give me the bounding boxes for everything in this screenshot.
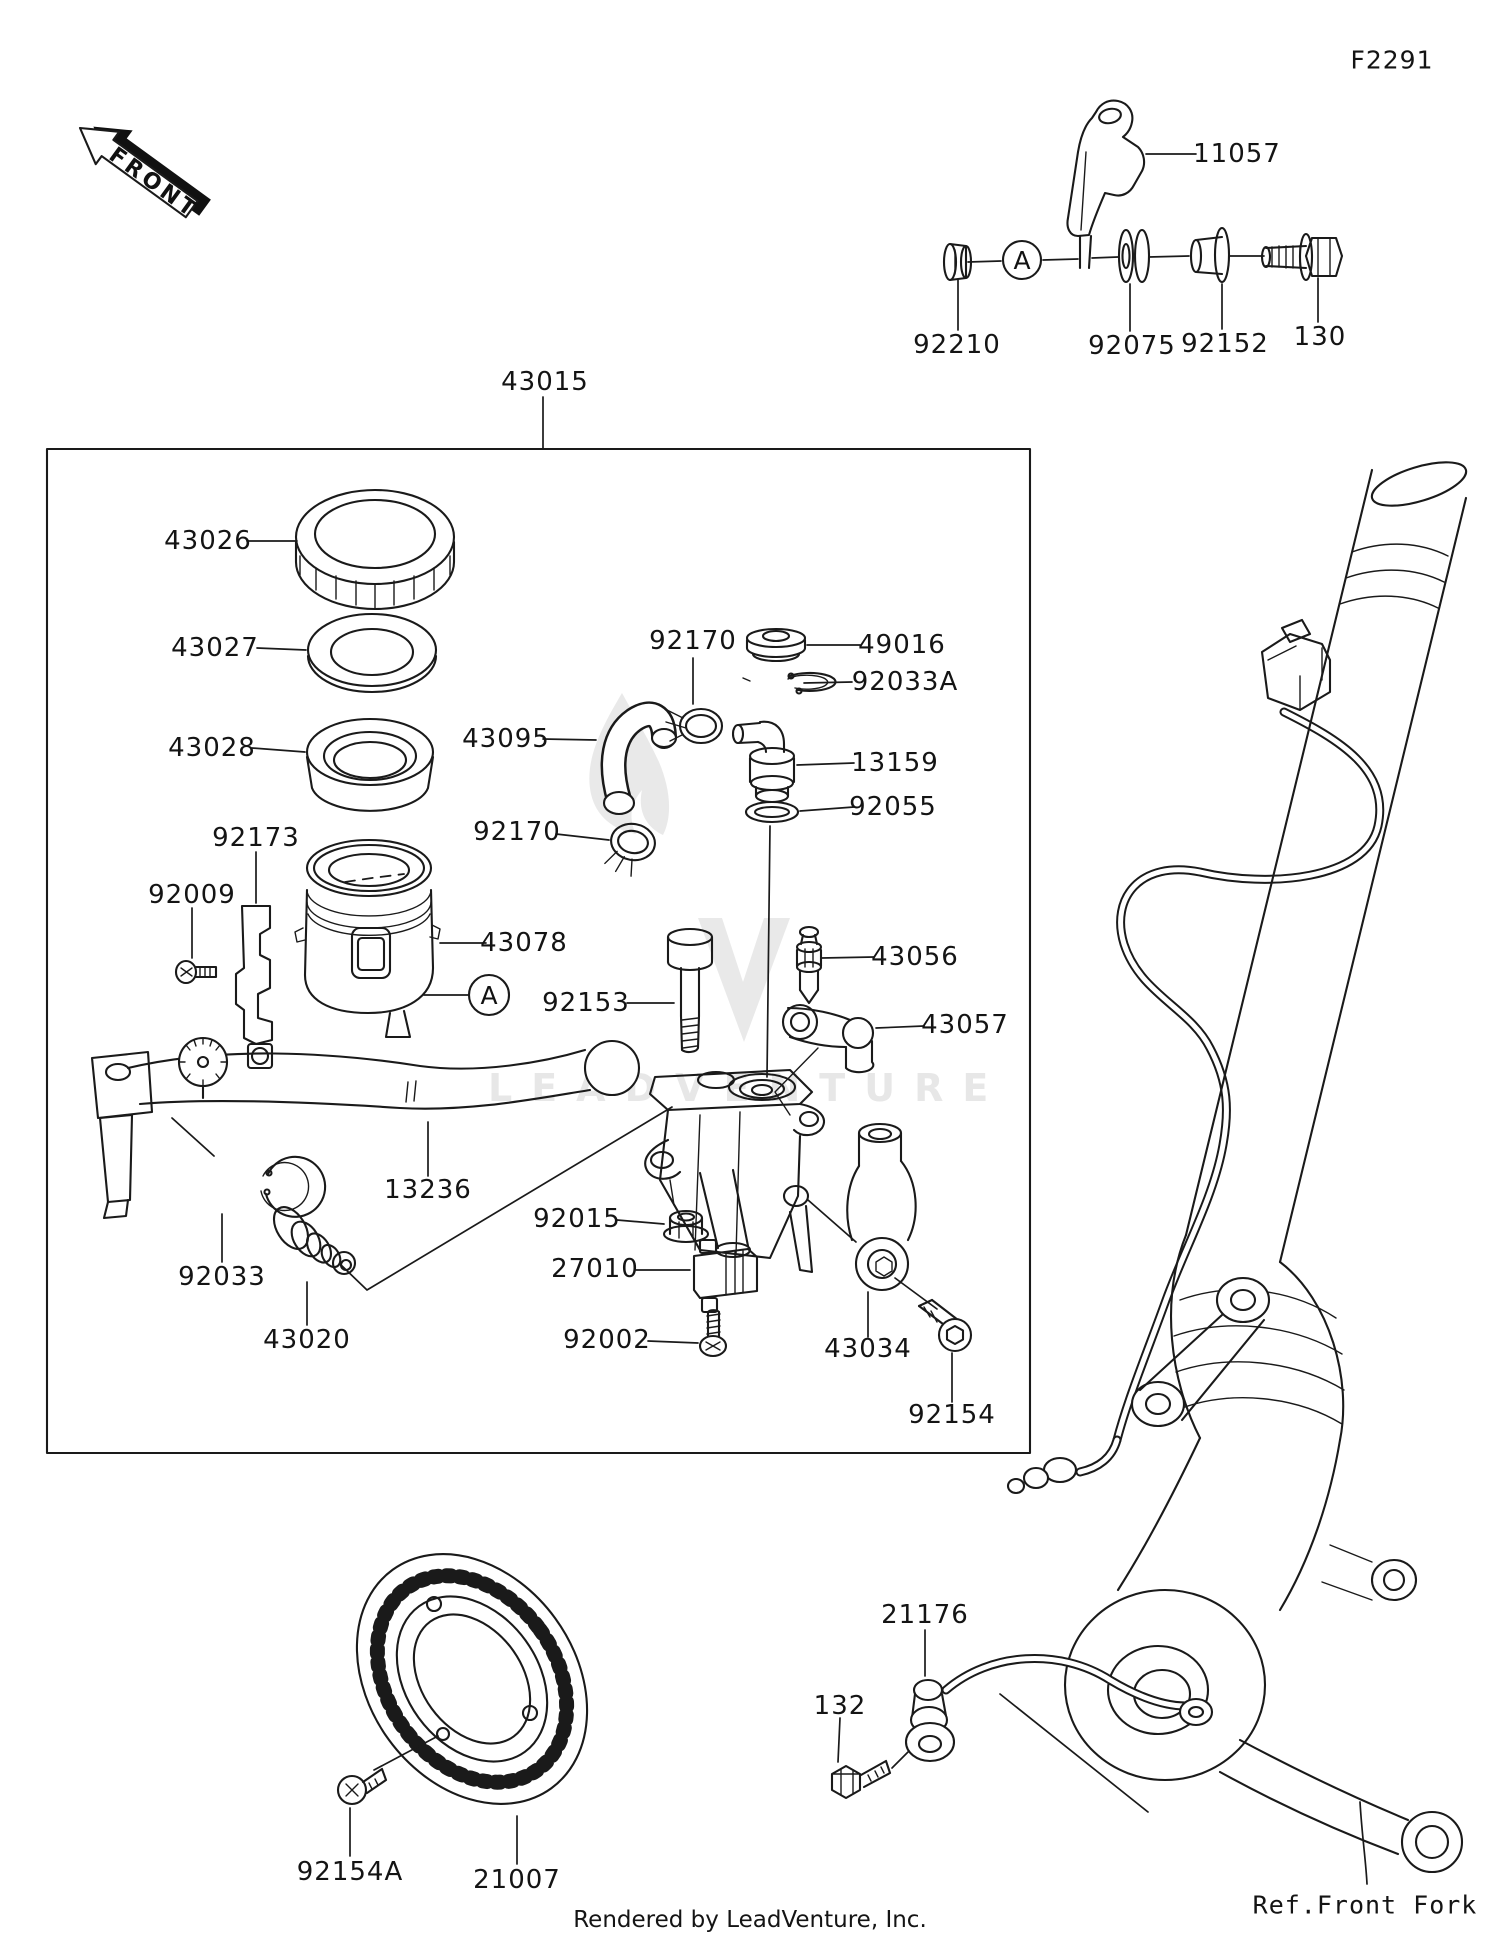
part-92153-bolt bbox=[666, 927, 714, 1054]
part-132-bolt bbox=[830, 1759, 892, 1800]
part-label-92015: 92015 bbox=[533, 1204, 621, 1234]
part-92075-washers bbox=[1117, 228, 1151, 284]
assembly-box-43015 bbox=[45, 447, 1032, 1455]
part-master-cylinder-body bbox=[644, 1068, 825, 1274]
ring-screw-pointer bbox=[373, 1735, 439, 1771]
part-92170-clamp-upper bbox=[665, 707, 724, 745]
part-11057-bracket bbox=[1066, 99, 1146, 270]
part-label-92033a: 92033A bbox=[851, 667, 959, 697]
part-label-92153: 92153 bbox=[542, 988, 630, 1018]
part-label-43078: 43078 bbox=[480, 928, 568, 958]
part-49016-grommet bbox=[745, 627, 807, 663]
part-92015-nut bbox=[662, 1209, 710, 1244]
part-43078-reservoir bbox=[294, 838, 441, 1039]
part-43026-cap bbox=[294, 488, 456, 611]
svg-text:A: A bbox=[1013, 246, 1030, 275]
part-13236-lever bbox=[90, 1036, 641, 1220]
part-label-43015: 43015 bbox=[501, 367, 589, 397]
part-92033a-circlip bbox=[742, 671, 837, 695]
part-label-92210: 92210 bbox=[913, 330, 1001, 360]
bottom-right-leaders bbox=[837, 1629, 926, 1763]
part-label-43026: 43026 bbox=[164, 526, 252, 556]
part-130-bolt bbox=[1260, 232, 1344, 282]
part-label-92152: 92152 bbox=[1181, 329, 1269, 359]
part-label-49016: 49016 bbox=[858, 630, 946, 660]
part-43095-hose bbox=[600, 701, 678, 816]
part-43056-bleeder-valve bbox=[795, 925, 823, 1005]
part-label-43020: 43020 bbox=[263, 1325, 351, 1355]
bolt-132-pointer bbox=[891, 1751, 909, 1769]
detail-marker-a-box: A bbox=[467, 973, 511, 1017]
part-92033-snap-ring bbox=[260, 1155, 327, 1218]
part-label-92002: 92002 bbox=[563, 1325, 651, 1355]
part-92173-bracket bbox=[234, 904, 274, 1070]
part-92170-clamp-lower bbox=[604, 822, 656, 877]
part-label-43095: 43095 bbox=[462, 724, 550, 754]
part-label-92009: 92009 bbox=[148, 880, 236, 910]
part-label-13236: 13236 bbox=[384, 1175, 472, 1205]
part-92055-oring bbox=[744, 800, 800, 824]
elbow-to-body-line bbox=[766, 825, 771, 1078]
part-label-132: 132 bbox=[813, 1691, 867, 1721]
part-label-92154a: 92154A bbox=[296, 1857, 404, 1887]
part-92154-bolt bbox=[917, 1298, 973, 1353]
part-label-92170-top: 92170 bbox=[649, 626, 737, 656]
part-label-43027: 43027 bbox=[171, 633, 259, 663]
part-label-92055: 92055 bbox=[849, 792, 937, 822]
detail-marker-a-top: A bbox=[1001, 239, 1043, 281]
ref-front-fork-artwork bbox=[999, 461, 1468, 1874]
part-label-43056: 43056 bbox=[871, 942, 959, 972]
part-21007-sensor-ring bbox=[355, 1553, 589, 1805]
part-92154a-screw bbox=[336, 1767, 388, 1806]
part-label-92173: 92173 bbox=[212, 823, 300, 853]
part-label-92170-hose: 92170 bbox=[473, 817, 561, 847]
top-assembly-leader-lines bbox=[957, 153, 1319, 332]
part-label-27010: 27010 bbox=[551, 1254, 639, 1284]
part-label-13159: 13159 bbox=[851, 748, 939, 778]
box-leader-lines bbox=[191, 540, 953, 1403]
part-43028-diaphragm-cup bbox=[305, 717, 435, 812]
ref-front-fork-leader bbox=[1359, 1801, 1368, 1885]
part-92210-nut bbox=[942, 242, 973, 282]
part-92009-screw bbox=[174, 959, 218, 985]
part-label-92033: 92033 bbox=[178, 1262, 266, 1292]
part-label-21176: 21176 bbox=[881, 1600, 969, 1630]
piston-to-bore-pointer bbox=[339, 1106, 673, 1291]
bottom-left-leaders bbox=[349, 1807, 518, 1865]
part-92002-screw bbox=[698, 1309, 728, 1358]
part-43027-gasket-ring bbox=[306, 612, 438, 694]
part-label-130: 130 bbox=[1293, 322, 1347, 352]
part-label-11057: 11057 bbox=[1193, 139, 1281, 169]
svg-text:A: A bbox=[480, 981, 497, 1010]
part-43034-clamp bbox=[846, 1122, 917, 1292]
part-label-92075: 92075 bbox=[1088, 331, 1176, 361]
figure-code: F2291 bbox=[1350, 45, 1434, 75]
part-label-43034: 43034 bbox=[824, 1334, 912, 1364]
part-label-21007: 21007 bbox=[473, 1865, 561, 1895]
body-to-clamp-pointer bbox=[807, 1199, 857, 1243]
fastener-axis-line bbox=[967, 255, 1265, 263]
part-label-92154: 92154 bbox=[908, 1400, 996, 1430]
front-arrow-icon: FRONT bbox=[78, 126, 211, 224]
lever-to-ring-pointer bbox=[171, 1117, 215, 1157]
part-label-43057: 43057 bbox=[921, 1010, 1009, 1040]
part-13159-elbow-fitting bbox=[731, 720, 796, 804]
part-21176-brake-hose bbox=[904, 1654, 1214, 1763]
part-label-43028: 43028 bbox=[168, 733, 256, 763]
part-92152-collar bbox=[1189, 226, 1231, 284]
part-43057-arm bbox=[774, 1003, 875, 1116]
ref-front-fork-note: Ref.Front Fork bbox=[1252, 1890, 1478, 1920]
clamp-to-bolt-pointer bbox=[894, 1277, 938, 1310]
rendered-by-footer: Rendered by LeadVenture, Inc. bbox=[573, 1907, 927, 1933]
